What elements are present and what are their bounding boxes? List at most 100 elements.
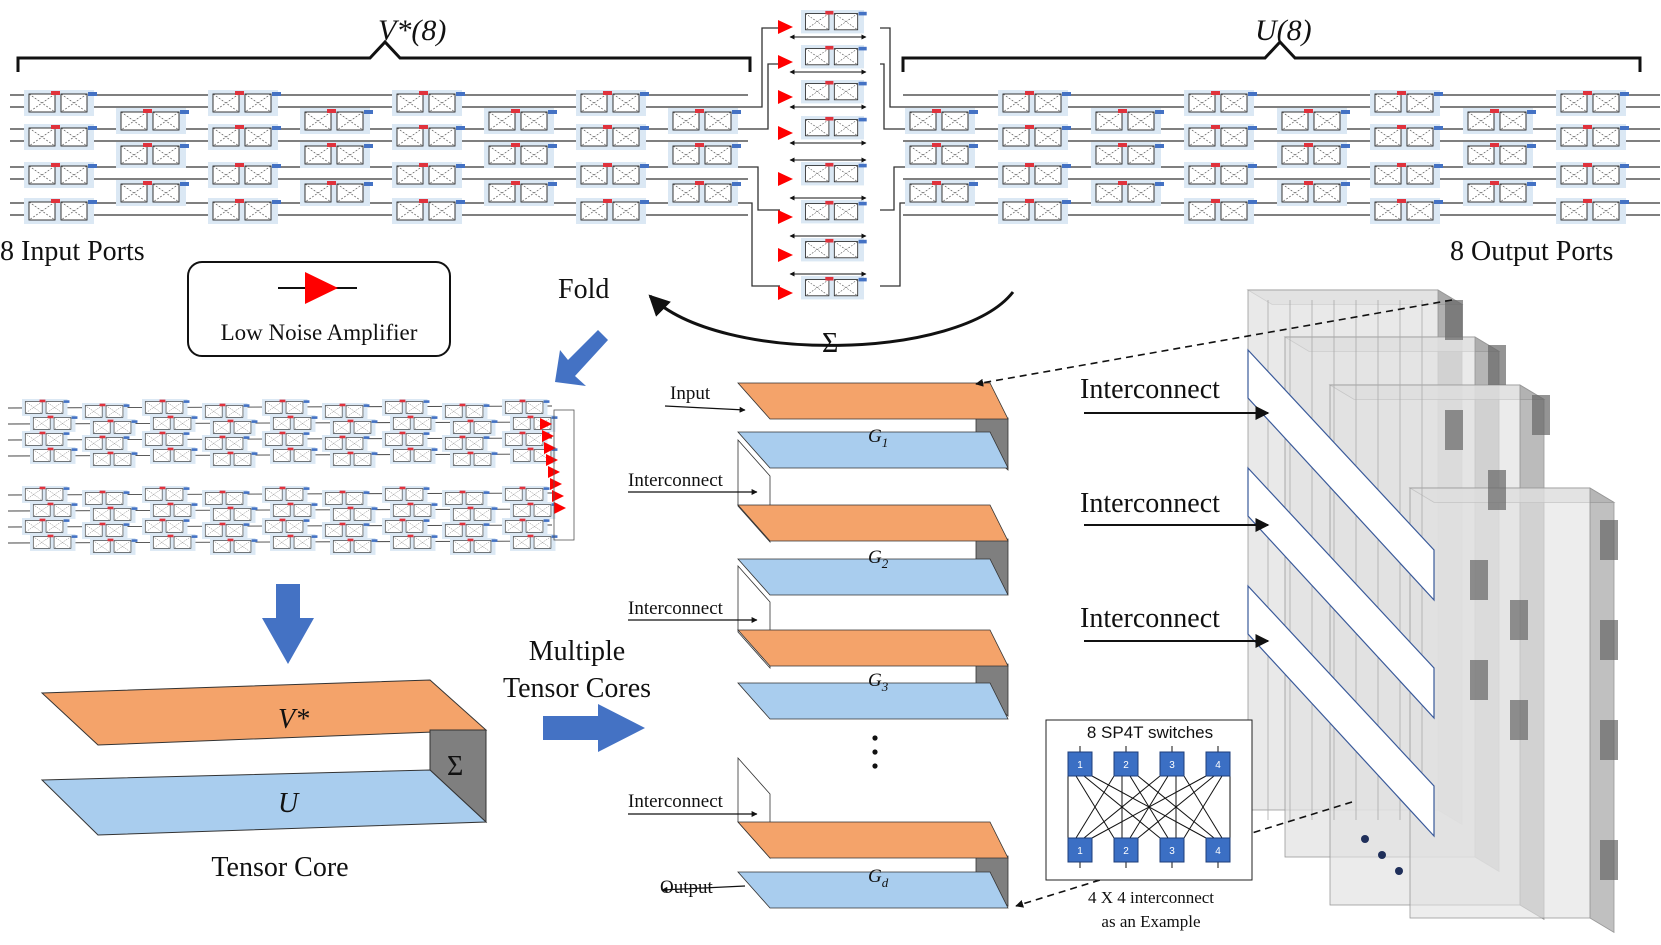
- mzi-cell: [905, 180, 978, 206]
- mzi-cell: [1184, 90, 1257, 116]
- amplifier-icon: [550, 478, 562, 490]
- mzi-cell: [801, 200, 867, 224]
- down-arrow: [262, 584, 314, 664]
- switch-number: 1: [1077, 846, 1083, 857]
- switch-number: 2: [1123, 846, 1129, 857]
- mzi-cell: [1556, 198, 1629, 224]
- switch-bottom: [1159, 837, 1185, 863]
- mzi-cell: [22, 486, 70, 503]
- mzi-cell: [442, 435, 490, 452]
- mzi-cell: [208, 162, 281, 188]
- folded-mesh: [7, 399, 575, 555]
- mzi-cell: [262, 431, 310, 448]
- switch-top: [1067, 751, 1093, 777]
- mzi-cell: [202, 522, 250, 539]
- tensor-core-v: V*: [278, 704, 309, 735]
- mzi-cell: [801, 80, 867, 104]
- side-panel: [1600, 720, 1618, 760]
- stack-plate-orange: [737, 821, 1009, 859]
- switch-number: 4: [1215, 760, 1221, 771]
- mzi-cell: [1463, 180, 1536, 206]
- mzi-cell: [450, 538, 498, 555]
- mzi-cell: [801, 276, 867, 300]
- amplifier-icon: [778, 286, 793, 300]
- amplifier-icon: [778, 210, 793, 224]
- dashed-link-bottom: [1015, 801, 1353, 908]
- sigma-section: [748, 10, 903, 300]
- switch-top: [1159, 751, 1185, 777]
- mzi-cell: [270, 534, 318, 551]
- interconnect-plane: [1247, 584, 1435, 838]
- mzi-cell: [392, 198, 465, 224]
- mzi-cell: [300, 142, 373, 168]
- mzi-cell: [442, 490, 490, 507]
- switch-number: 1: [1077, 760, 1083, 771]
- tensor-core-sigma: Σ: [447, 751, 463, 782]
- multiple-label-2: Tensor Cores: [503, 673, 651, 704]
- mzi-cell: [202, 490, 250, 507]
- mzi-cell: [1091, 108, 1164, 134]
- mzi-cell: [208, 90, 281, 116]
- mzi-cell: [668, 180, 741, 206]
- vertical-ellipsis: [872, 735, 878, 769]
- right-arrow: [543, 704, 645, 752]
- mzi-cell: [150, 502, 198, 519]
- mzi-cell: [30, 534, 78, 551]
- mzi-cell: [484, 142, 557, 168]
- mzi-cell: [576, 198, 649, 224]
- mzi-cell: [1184, 198, 1257, 224]
- mzi-cell: [576, 162, 649, 188]
- mzi-cell: [82, 435, 130, 452]
- mzi-cell: [1370, 124, 1443, 150]
- stack-plate-blue: [737, 871, 1009, 909]
- dashed-link-top: [975, 299, 1453, 387]
- mzi-cell: [150, 534, 198, 551]
- amplifier-icon: [778, 55, 793, 69]
- interconnect-3d: [1246, 289, 1618, 934]
- mzi-cell: [300, 108, 373, 134]
- amplifier-icon: [305, 272, 338, 304]
- mzi-cell: [90, 506, 138, 523]
- u-brace: [901, 39, 1642, 72]
- amplifier-icon: [546, 454, 558, 466]
- mzi-cell: [502, 486, 550, 503]
- mzi-cell: [905, 108, 978, 134]
- mzi-cell: [668, 108, 741, 134]
- mzi-cell: [442, 403, 490, 420]
- amplifier-icon: [778, 172, 793, 186]
- side-panel: [1600, 840, 1618, 880]
- switch-number: 4: [1215, 846, 1221, 857]
- right-interconnect-3: Interconnect: [1080, 603, 1220, 634]
- mzi-cell: [22, 399, 70, 416]
- stack-plate-orange: [737, 629, 1009, 667]
- fold-label: Fold: [558, 274, 609, 305]
- mzi-cell: [998, 90, 1071, 116]
- mzi-cell: [390, 447, 438, 464]
- side-panel: [1470, 560, 1488, 600]
- mzi-cell: [1370, 90, 1443, 116]
- mzi-cell: [330, 506, 378, 523]
- mzi-cell: [330, 451, 378, 468]
- lna-legend: Low Noise Amplifier: [187, 261, 451, 357]
- mzi-cell: [1556, 162, 1629, 188]
- mzi-cell: [262, 399, 310, 416]
- side-panel: [1445, 410, 1463, 450]
- mzi-cell: [392, 124, 465, 150]
- mzi-cell: [801, 162, 867, 186]
- switch-bottom: [1205, 837, 1231, 863]
- mzi-cell: [202, 403, 250, 420]
- stack-input-label: Input: [670, 383, 711, 404]
- mzi-cell: [116, 180, 189, 206]
- mzi-cell: [382, 399, 430, 416]
- mzi-cell: [270, 415, 318, 432]
- switch-caption-2: as an Example: [1101, 912, 1200, 931]
- mzi-cell: [24, 162, 97, 188]
- v-matrix-label: V*(8): [378, 14, 446, 47]
- tensor-core-caption: Tensor Core: [211, 852, 348, 883]
- mesh-circuit: [10, 90, 1660, 224]
- side-panel: [1600, 520, 1618, 560]
- mzi-cell: [208, 124, 281, 150]
- mzi-cell: [262, 518, 310, 535]
